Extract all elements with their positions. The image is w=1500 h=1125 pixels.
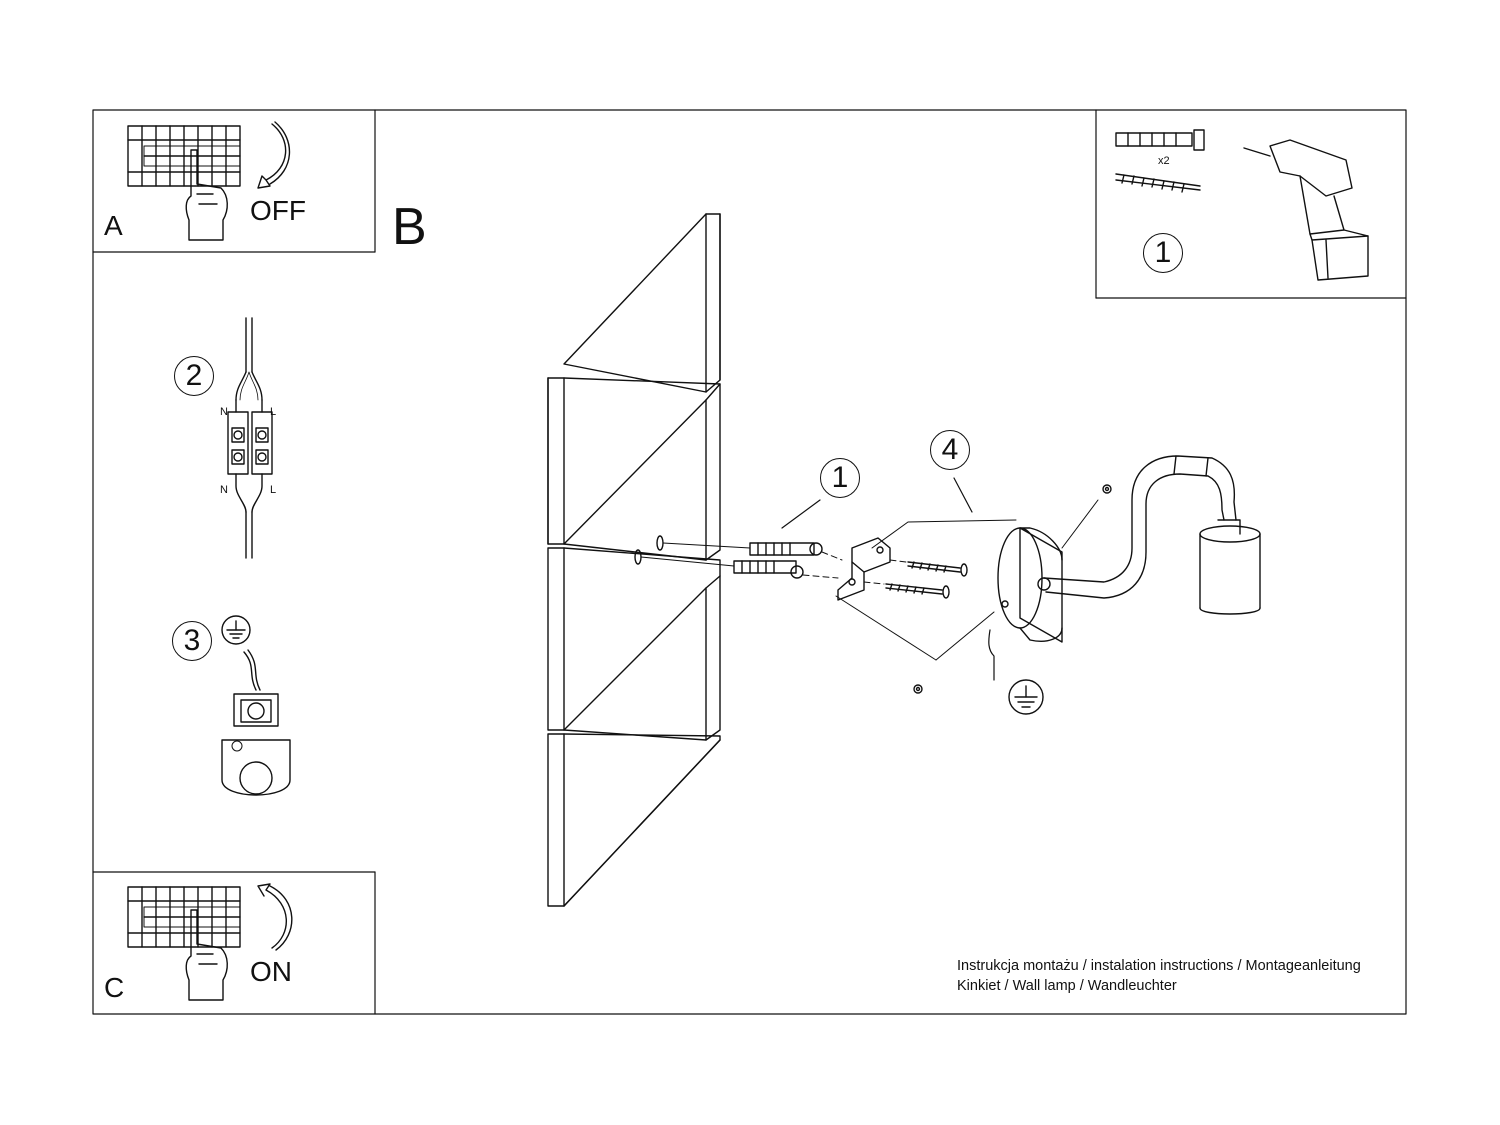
caption-line-2: Kinkiet / Wall lamp / Wandleuchter — [957, 978, 1177, 994]
tools-quantity: x2 — [1158, 155, 1170, 167]
terminal-block-icon — [227, 317, 273, 559]
lamp-arm — [1043, 455, 1237, 599]
panel-a-action: OFF — [250, 195, 306, 226]
breaker-box-icon — [127, 886, 241, 948]
wiring-l-top: L — [270, 406, 277, 418]
wiring-l-bottom: L — [270, 484, 277, 496]
step-1-tools-badge: 1 — [1143, 233, 1183, 273]
wall-plug-icon — [1115, 129, 1205, 151]
wall-panel — [547, 213, 721, 907]
bracket-screws — [863, 559, 968, 599]
panel-b-letter: B — [392, 198, 427, 256]
callout-lamp-badge: 4 — [930, 430, 970, 470]
lamp-socket — [1199, 519, 1261, 615]
lamp-canopy — [988, 527, 1063, 681]
set-screws — [913, 484, 1112, 694]
anchor-screws — [634, 535, 843, 579]
hand-switch-icon — [185, 149, 228, 241]
step-2-badge: 2 — [174, 356, 214, 396]
arrow-down-icon — [257, 121, 291, 189]
panel-a-letter: A — [104, 210, 123, 241]
hand-switch-icon — [185, 909, 228, 1001]
arrow-up-icon — [257, 883, 293, 951]
layout-frame — [92, 109, 1407, 1015]
wiring-n-top: N — [220, 406, 228, 418]
caption-line-1: Instrukcja montażu / instalation instruc… — [957, 958, 1361, 974]
ground-clamp-icon — [221, 649, 291, 796]
panel-c-letter: C — [104, 972, 125, 1003]
callout-lines — [781, 477, 1099, 661]
step-3-badge: 3 — [172, 621, 212, 661]
panel-c-action: ON — [250, 956, 292, 987]
breaker-box-icon — [127, 125, 241, 187]
callout-anchor-badge: 1 — [820, 458, 860, 498]
ground-symbol-icon — [221, 615, 251, 645]
drill-icon — [1243, 139, 1369, 281]
mounting-bracket — [837, 537, 891, 601]
ground-symbol-icon — [1008, 679, 1044, 715]
screw-icon — [1115, 173, 1201, 193]
wiring-n-bottom: N — [220, 484, 228, 496]
